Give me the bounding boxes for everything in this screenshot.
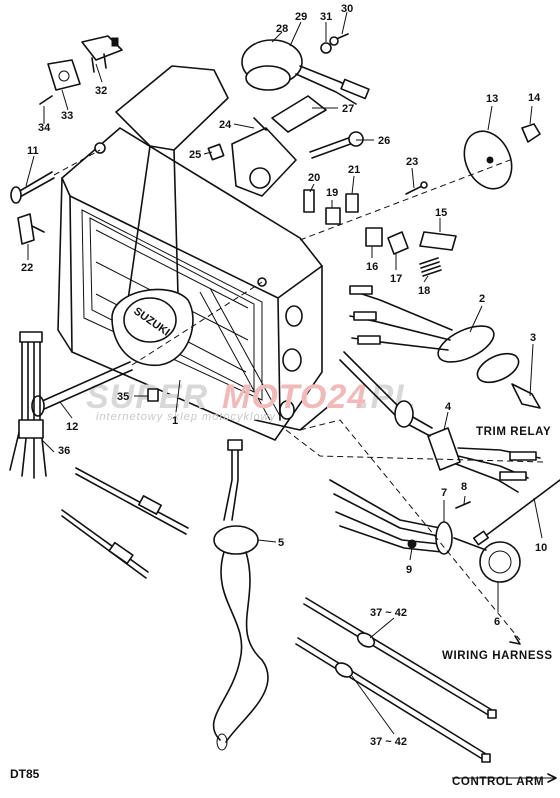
- part-22-nut: [17, 213, 45, 245]
- part-34-screw: [39, 95, 53, 105]
- remote-control-box: [57, 127, 331, 441]
- part-7-connector: [329, 479, 453, 555]
- label-20: 20: [308, 172, 320, 184]
- part-9-nut: [407, 539, 417, 549]
- label-22: 22: [21, 262, 33, 274]
- label-37-42-lower: 37 ~ 42: [370, 736, 407, 748]
- label-4: 4: [445, 401, 452, 413]
- control-arm-arrowhead: [547, 773, 557, 783]
- part-18-spring: [419, 257, 442, 277]
- part-15-plate: [419, 231, 457, 251]
- throttle-cable-pair: [61, 467, 189, 579]
- part-20-pin: [303, 189, 315, 213]
- part-19-spring: [325, 207, 341, 225]
- part-27-plate: [271, 95, 327, 133]
- guide-line-relay: [285, 429, 545, 463]
- label-26: 26: [378, 135, 390, 147]
- label-9: 9: [406, 564, 412, 576]
- label-21: 21: [348, 164, 360, 176]
- label-18: 18: [418, 285, 430, 297]
- control-arm-label: CONTROL ARM: [452, 776, 544, 788]
- label-35: 35: [117, 391, 129, 403]
- control-cable-lower: [295, 637, 491, 763]
- part-17-clip: [387, 231, 409, 255]
- watermark-part1: SUPER: [86, 378, 208, 416]
- label-16: 16: [366, 261, 378, 273]
- main-harness-loom: [339, 351, 433, 437]
- label-15: 15: [435, 207, 447, 219]
- harness-arrow: [509, 635, 521, 645]
- label-12: 12: [66, 421, 78, 433]
- model-code: DT85: [10, 767, 40, 781]
- part-8-screw: [455, 501, 471, 509]
- part-24-bracket: [231, 117, 297, 197]
- label-27: 27: [342, 103, 354, 115]
- guide-line-upper: [299, 159, 511, 241]
- part-number-labels: 29 31 30 28 27 32 33 34 11 22 24 25 26 1…: [21, 3, 547, 748]
- label-19: 19: [326, 187, 338, 199]
- label-1: 1: [172, 415, 178, 427]
- label-17: 17: [390, 273, 402, 285]
- part-23-screw: [405, 181, 428, 195]
- part-33-cover: [47, 59, 81, 91]
- part-21-pin: [345, 193, 359, 213]
- part-32-switch: [81, 35, 123, 73]
- part-14-nut: [521, 123, 541, 143]
- part-28-trim-sender: [241, 39, 370, 105]
- label-3: 3: [530, 332, 536, 344]
- label-13: 13: [486, 93, 498, 105]
- label-28: 28: [276, 23, 288, 35]
- part-26-bolt: [309, 131, 364, 159]
- label-8: 8: [461, 481, 467, 493]
- trim-relay-label: TRIM RELAY: [476, 426, 551, 438]
- part-5-stop-switch: [212, 439, 269, 751]
- label-14: 14: [528, 92, 541, 104]
- part-2-key-switch: [349, 285, 520, 384]
- part-11-bolt: [10, 149, 101, 204]
- part-6-plug: [453, 537, 521, 583]
- label-2: 2: [479, 293, 485, 305]
- part-16-roller: [365, 227, 383, 247]
- label-23: 23: [406, 156, 418, 168]
- part-31-washer: [320, 42, 332, 54]
- label-34: 34: [38, 122, 51, 134]
- label-30: 30: [341, 3, 353, 15]
- part-25-nut: [207, 143, 225, 161]
- label-6: 6: [494, 616, 500, 628]
- label-31: 31: [320, 11, 332, 23]
- part-13-disc: [463, 130, 513, 190]
- control-lever-handle: SUZUKI: [111, 65, 229, 366]
- label-37-42-upper: 37 ~ 42: [370, 607, 407, 619]
- part-10-wire: [472, 479, 560, 546]
- label-36: 36: [58, 445, 70, 457]
- wiring-harness-label: WIRING HARNESS: [442, 650, 553, 662]
- part-35-collar: [147, 388, 159, 402]
- label-7: 7: [441, 487, 447, 499]
- label-32: 32: [95, 85, 107, 97]
- watermark-tagline: internetowy sklep motocyklowy: [96, 411, 277, 423]
- label-5: 5: [278, 537, 284, 549]
- part-12-bolt: [31, 281, 263, 417]
- guide-line-harness: [299, 419, 521, 641]
- leader-lines: [25, 11, 543, 735]
- watermark-part2: MOTO24: [222, 378, 367, 416]
- label-24: 24: [219, 119, 232, 131]
- label-10: 10: [535, 542, 547, 554]
- label-33: 33: [61, 110, 73, 122]
- label-25: 25: [189, 149, 201, 161]
- part-3-key: [511, 383, 541, 409]
- part-30-screw: [329, 33, 349, 46]
- control-cable-upper: [303, 597, 497, 719]
- label-11: 11: [27, 145, 39, 157]
- watermark: SUPER MOTO24 .PL internetowy sklep motoc…: [86, 378, 415, 423]
- label-29: 29: [295, 11, 307, 23]
- part-36-wire-lead: [9, 331, 47, 479]
